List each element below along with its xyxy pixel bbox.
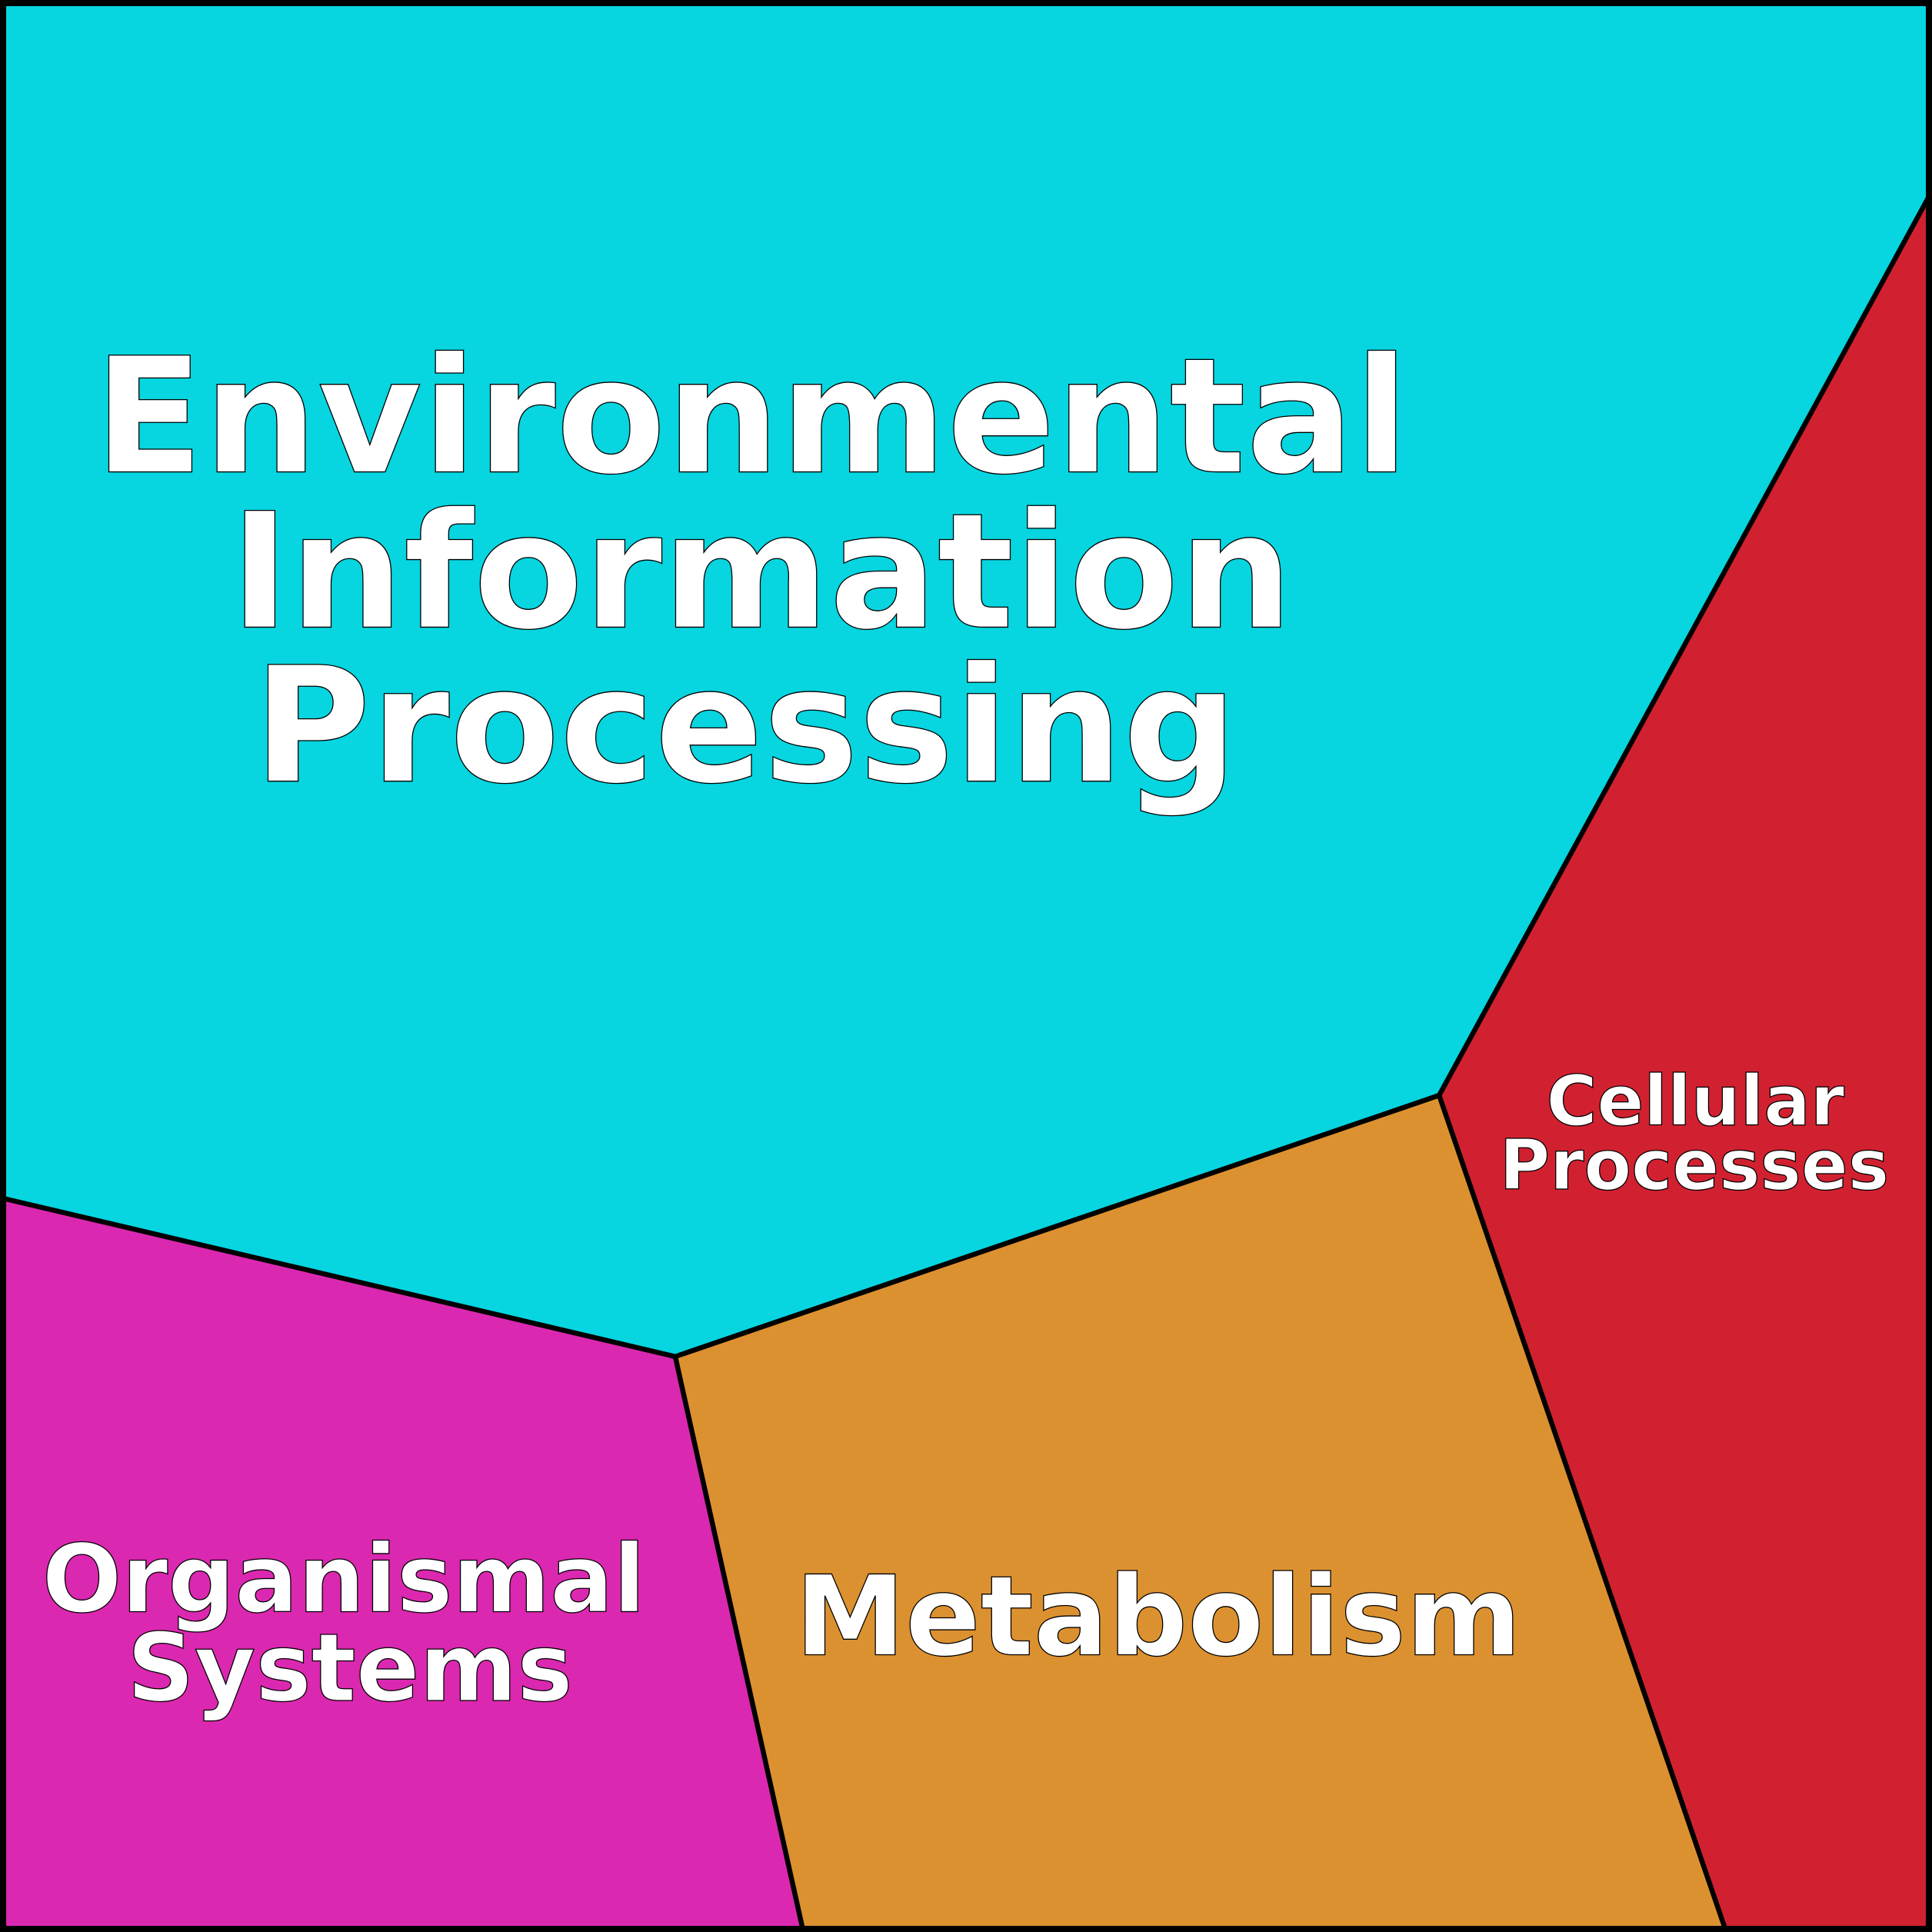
label-metabolism: Metabolism	[794, 1552, 1522, 1682]
label-line: Systems	[127, 1614, 573, 1723]
region-organismal-systems[interactable]	[0, 1194, 806, 1932]
region-cellular-processes[interactable]	[1436, 188, 1932, 1932]
label-line: Cellular	[1547, 1062, 1845, 1142]
label-line: Organismal	[42, 1524, 645, 1634]
label-cellular-processes: Cellular Processes	[1499, 1061, 1890, 1207]
label-line: Information	[230, 479, 1293, 665]
label-line: Processing	[253, 634, 1237, 820]
label-environmental-information-processing: Environmental Information Processing	[94, 324, 1410, 820]
label-line: Environmental	[94, 325, 1409, 511]
label-organismal-systems: Organismal Systems	[42, 1524, 646, 1724]
label-line: Processes	[1499, 1126, 1889, 1206]
label-line: Metabolism	[795, 1553, 1522, 1682]
